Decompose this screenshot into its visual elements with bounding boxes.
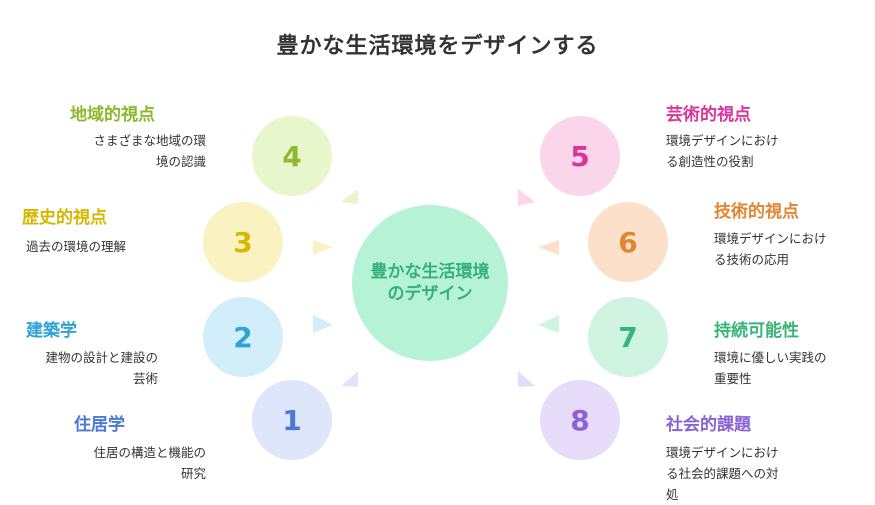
- node-3-heading: 歴史的視点: [22, 208, 107, 228]
- node-2-heading: 建築学: [26, 321, 77, 341]
- node-4-number: 4: [282, 139, 302, 173]
- node-5-description: 環境デザインにおけ る創造性の役割: [666, 130, 779, 172]
- node-6-number: 6: [618, 225, 638, 259]
- node-8-circle: 8: [540, 380, 620, 460]
- arrow-5: [518, 189, 535, 206]
- node-5-description-line-1: 環境デザインにおけ: [666, 133, 779, 148]
- center-node-line2: のデザイン: [387, 284, 473, 304]
- node-3-circle: 3: [203, 202, 283, 282]
- node-1-description-line-2: 研究: [180, 466, 206, 481]
- arrow-8: [518, 371, 535, 387]
- arrow-2: [313, 315, 333, 333]
- node-1-number: 1: [282, 403, 302, 437]
- node-5-circle: 5: [540, 116, 620, 196]
- node-6-description: 環境デザインにおけ る技術の応用: [714, 228, 827, 270]
- node-3-description: 過去の環境の理解: [26, 236, 126, 257]
- node-4-description-line-2: 境の認識: [155, 154, 206, 169]
- node-2-description-line-2: 芸術: [132, 371, 158, 386]
- node-8-description-line-2: る社会的課題への対: [666, 466, 779, 481]
- center-node-line1: 豊かな生活環境: [370, 262, 490, 282]
- node-5-heading: 芸術的視点: [666, 105, 751, 125]
- node-3-description-line-1: 過去の環境の理解: [26, 239, 127, 254]
- node-4-description: さまざまな地域の環 境の認識: [60, 130, 206, 172]
- node-4-heading: 地域的視点: [70, 105, 155, 125]
- arrow-7: [538, 315, 559, 333]
- node-7-heading: 持続可能性: [714, 321, 799, 341]
- node-5-number: 5: [570, 139, 590, 173]
- node-7-description-line-2: 重要性: [714, 371, 752, 386]
- node-1-circle: 1: [252, 380, 332, 460]
- node-3-number: 3: [233, 225, 253, 259]
- node-1-description: 住居の構造と機能の 研究: [60, 442, 206, 484]
- node-2-description-line-1: 建物の設計と建設の: [45, 350, 158, 365]
- arrow-6: [538, 240, 559, 255]
- node-8-description-line-1: 環境デザインにおけ: [666, 445, 779, 460]
- node-6-heading: 技術的視点: [714, 202, 799, 222]
- node-6-description-line-2: る技術の応用: [714, 252, 790, 267]
- arrow-1: [341, 371, 358, 387]
- node-5-description-line-2: る創造性の役割: [666, 154, 754, 169]
- arrow-3: [313, 240, 333, 255]
- node-8-description-line-3: 処: [666, 487, 679, 502]
- node-7-description-line-1: 環境に優しい実践の: [714, 350, 827, 365]
- arrow-4: [341, 189, 358, 204]
- page-title: 豊かな生活環境をデザインする: [276, 34, 599, 59]
- node-8-heading: 社会的課題: [666, 415, 751, 435]
- node-2-description: 建物の設計と建設の 芸術: [20, 347, 158, 389]
- center-node: 豊かな生活環境 のデザイン: [352, 205, 508, 361]
- node-7-description: 環境に優しい実践の 重要性: [714, 347, 827, 389]
- node-7-number: 7: [618, 320, 638, 354]
- node-8-number: 8: [570, 403, 590, 437]
- node-1-description-line-1: 住居の構造と機能の: [93, 445, 206, 460]
- node-2-number: 2: [233, 320, 253, 354]
- node-4-circle: 4: [252, 116, 332, 196]
- node-2-circle: 2: [203, 297, 283, 377]
- node-8-description: 環境デザインにおけ る社会的課題への対 処: [666, 442, 779, 505]
- node-6-circle: 6: [588, 202, 668, 282]
- node-1-heading: 住居学: [74, 415, 125, 435]
- node-6-description-line-1: 環境デザインにおけ: [714, 231, 827, 246]
- node-4-description-line-1: さまざまな地域の環: [93, 133, 206, 148]
- node-7-circle: 7: [588, 297, 668, 377]
